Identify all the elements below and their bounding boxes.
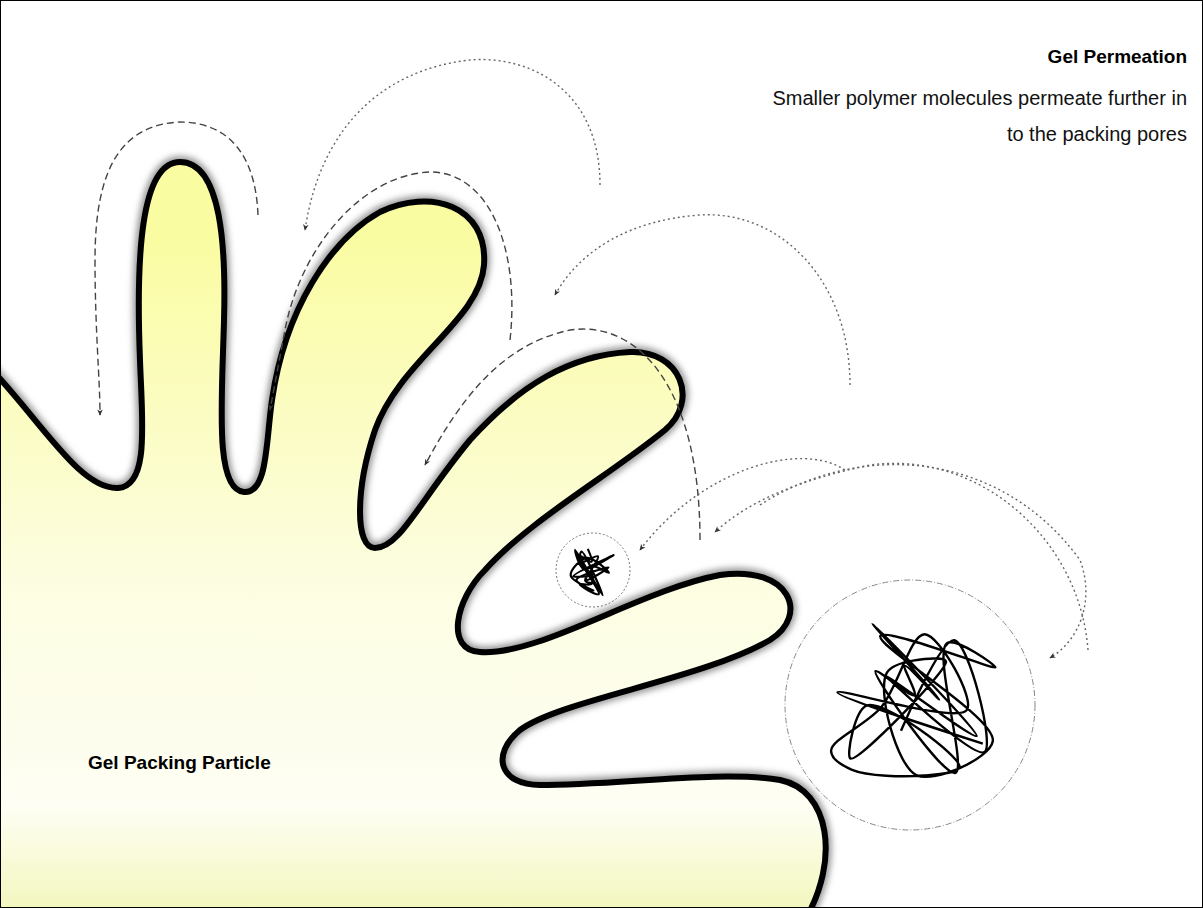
- diagram-title: Gel Permeation: [1048, 46, 1187, 68]
- dotted-arrow: [640, 459, 845, 550]
- gel-particle: Gel Packing Particle: [0, 0, 870, 908]
- small-molecule-boundary: [556, 533, 630, 607]
- large-molecule-boundary: [785, 580, 1035, 830]
- outline-shadow: [0, 162, 826, 908]
- polymer-coil: [831, 624, 995, 777]
- polymer-coil: [571, 549, 614, 595]
- particle-shape: [0, 162, 826, 908]
- particle-label: Gel Packing Particle: [88, 752, 271, 774]
- dotted-arrow: [760, 465, 1086, 658]
- note-text: Smaller polymer molecules permeate furth…: [767, 80, 1187, 152]
